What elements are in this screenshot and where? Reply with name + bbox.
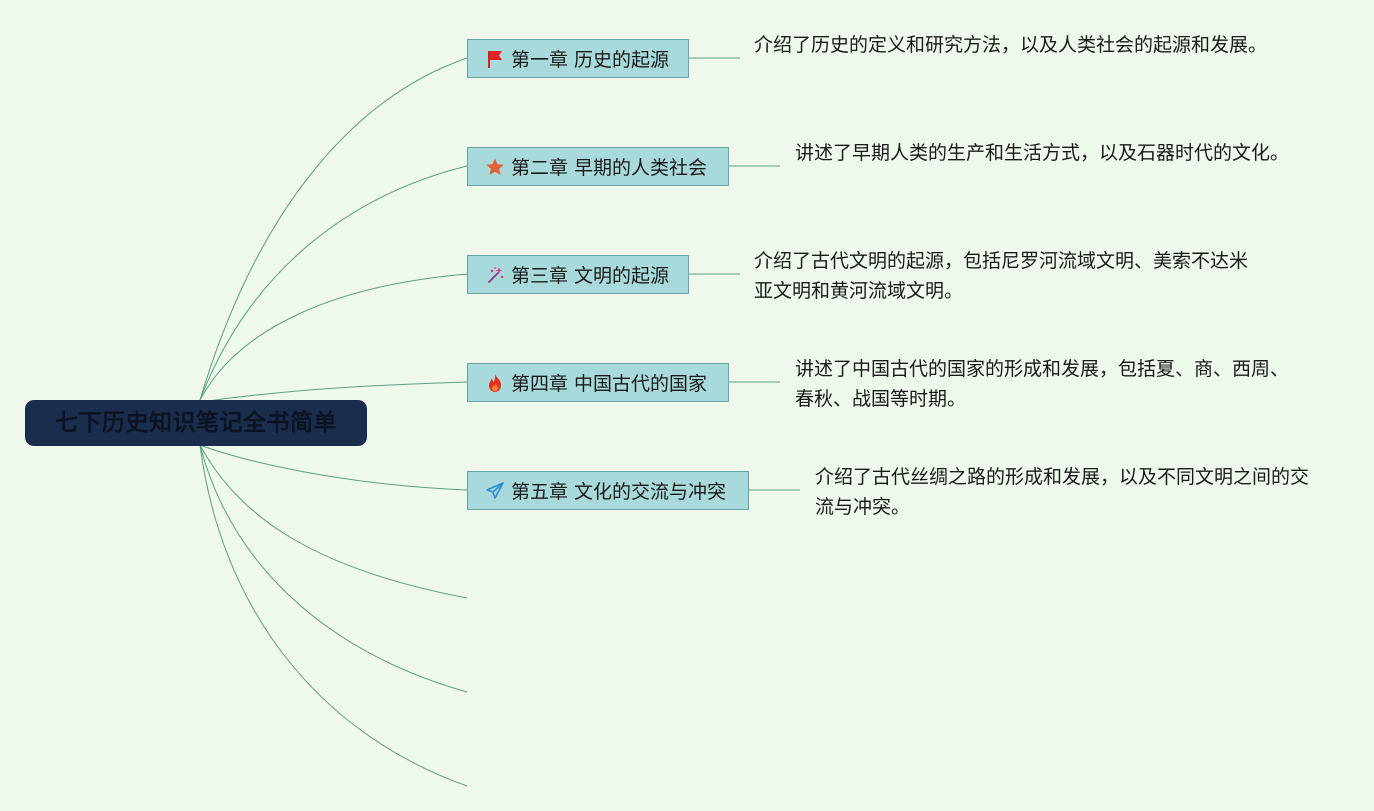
red-flag-icon (485, 49, 505, 69)
connector-root-empty-1 (199, 444, 468, 599)
chapter-3-node[interactable]: 第三章 文明的起源 (467, 255, 689, 294)
connector-root-empty-2 (199, 444, 468, 693)
connector-root-empty-3 (199, 444, 468, 787)
sparkle-icon (485, 265, 505, 285)
chapter-3-title: 第三章 文明的起源 (511, 265, 670, 287)
chapter-1-title: 第一章 历史的起源 (511, 49, 670, 71)
connector-root-chapter-3 (199, 273, 468, 401)
chapter-5-description: 介绍了古代丝绸之路的形成和发展，以及不同文明之间的交流与冲突。 (815, 466, 1310, 518)
connector-root-chapter-1 (199, 57, 468, 401)
star-icon (485, 157, 505, 177)
chapter-4-node[interactable]: 第四章 中国古代的国家 (467, 363, 729, 402)
fire-icon (485, 373, 505, 393)
connector-root-chapter-5 (199, 444, 468, 491)
connector-root-chapter-4 (199, 381, 468, 403)
chapter-5-node[interactable]: 第五章 文化的交流与冲突 (467, 471, 749, 510)
chapter-2-node[interactable]: 第二章 早期的人类社会 (467, 147, 729, 186)
chapter-4-description: 讲述了中国古代的国家的形成和发展，包括夏、商、西周、春秋、战国等时期。 (795, 358, 1290, 410)
chapter-2-title: 第二章 早期的人类社会 (511, 157, 708, 179)
chapter-4-title: 第四章 中国古代的国家 (511, 373, 708, 395)
chapter-5-title: 第五章 文化的交流与冲突 (511, 481, 727, 503)
root-topic[interactable]: 七下历史知识笔记全书简单 (25, 400, 367, 446)
chapter-3-description: 介绍了古代文明的起源，包括尼罗河流域文明、美索不达米亚文明和黄河流域文明。 (754, 250, 1249, 302)
chapter-2-description: 讲述了早期人类的生产和生活方式，以及石器时代的文化。 (795, 142, 1290, 164)
paper-plane-icon (485, 481, 505, 501)
chapter-1-node[interactable]: 第一章 历史的起源 (467, 39, 689, 78)
connector-root-chapter-2 (199, 165, 468, 401)
chapter-1-description: 介绍了历史的定义和研究方法，以及人类社会的起源和发展。 (754, 34, 1268, 56)
